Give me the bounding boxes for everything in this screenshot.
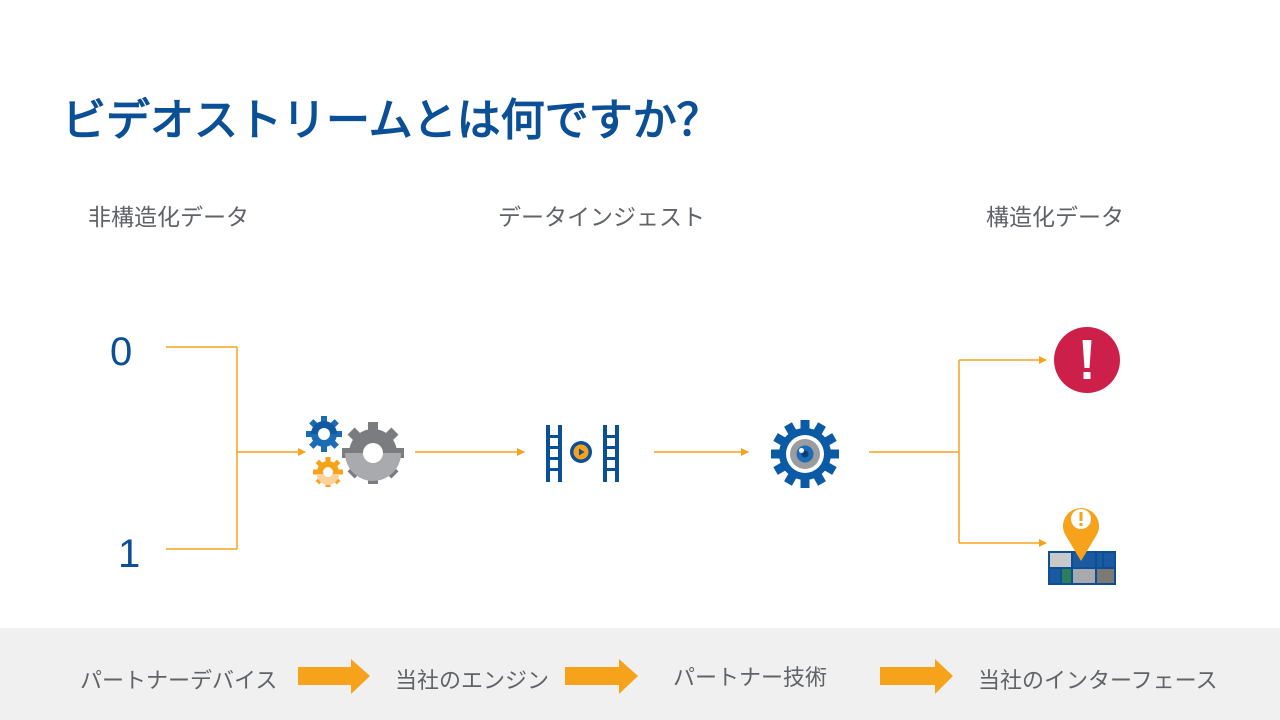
- map-pin-alert-icon: [1048, 508, 1116, 585]
- footer-step-partner-device: パートナーデバイス: [80, 669, 278, 694]
- alert-circle-icon: [1054, 327, 1120, 393]
- input-bracket: [166, 346, 306, 550]
- output-bracket: [869, 356, 1047, 547]
- footer-arrow-2: [565, 659, 638, 694]
- bit-zero: 0: [110, 330, 133, 374]
- footer-step-our-engine: 当社のエンジン: [395, 669, 550, 694]
- gear-eye-icon: [771, 420, 839, 488]
- stage-label-ingest: データインジェスト: [498, 205, 705, 231]
- footer-arrow-3: [880, 659, 953, 694]
- footer-step-partner-tech: パートナー技術: [673, 666, 828, 691]
- film-strip-play-icon: [546, 425, 619, 482]
- stage-label-structured: 構造化データ: [986, 205, 1124, 231]
- footer-band: [0, 628, 1280, 720]
- page-title: ビデオストリームとは何ですか？: [62, 95, 721, 146]
- gears-icon: [306, 416, 404, 487]
- footer-arrow-1: [298, 659, 370, 694]
- footer-step-our-interface: 当社のインターフェース: [978, 669, 1218, 694]
- bit-one: 1: [118, 532, 141, 576]
- stage-label-unstructured: 非構造化データ: [88, 205, 249, 231]
